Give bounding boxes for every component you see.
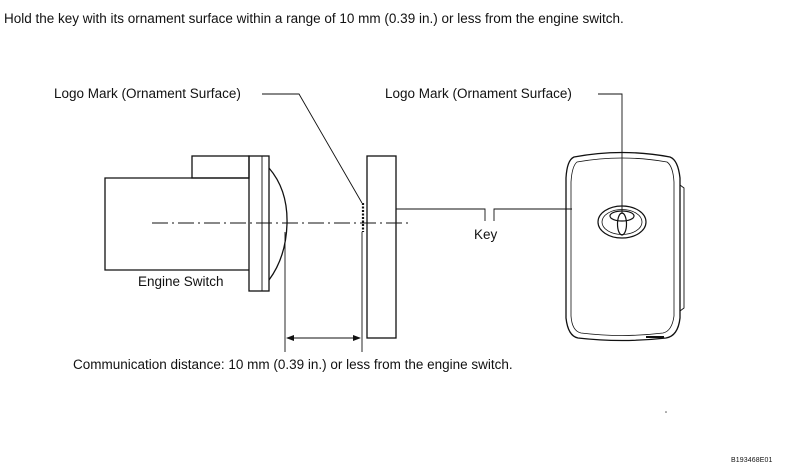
key-fob-inner-edge xyxy=(570,157,675,336)
figure-code: B193468E01 xyxy=(731,457,773,464)
leader-logo-right xyxy=(598,93,623,214)
key-label: Key xyxy=(474,227,498,242)
key-fob-side-button xyxy=(679,184,685,312)
engine-switch-body xyxy=(104,177,249,271)
dimension-arrow-left xyxy=(286,335,294,341)
communication-distance-label: Communication distance: 10 mm (0.39 in.)… xyxy=(73,357,513,372)
leader-key-right xyxy=(493,208,572,221)
logo-mark-label-right: Logo Mark (Ornament Surface) xyxy=(385,86,572,101)
engine-switch-dome xyxy=(268,167,288,281)
key-side-view xyxy=(366,155,397,339)
engine-switch-label: Engine Switch xyxy=(138,274,224,289)
instruction-text: Hold the key with its ornament surface w… xyxy=(4,11,624,26)
leader-logo-left xyxy=(262,93,363,204)
engine-switch-top-block xyxy=(191,155,250,179)
leader-key xyxy=(396,208,486,221)
key-fob-outline xyxy=(565,151,681,342)
stray-dot xyxy=(665,411,667,413)
dimension-arrow-right xyxy=(353,335,361,341)
logo-mark-label-left: Logo Mark (Ornament Surface) xyxy=(54,86,241,101)
engine-switch-flange xyxy=(248,155,270,292)
